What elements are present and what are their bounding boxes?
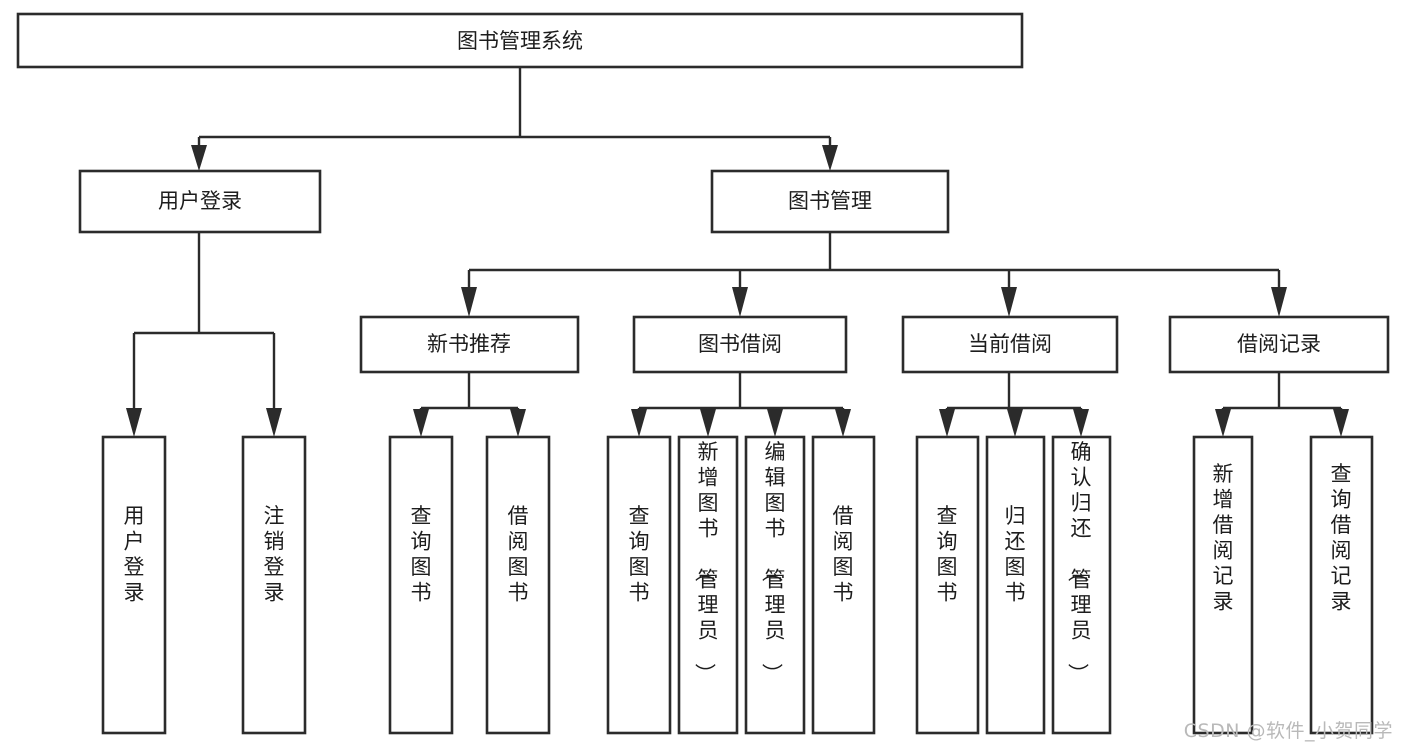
arrowhead-leaf-confirm-return-admin [1073,409,1089,437]
arrowhead-leaf-return-book [1007,409,1023,437]
node-leaf-return-book-box[interactable] [985,435,1046,735]
arrowhead-leaf-borrow-book [835,409,851,437]
arrowhead-leaf-borrow-book-rec [510,409,526,437]
arrowhead-new-book-rec [461,287,477,317]
node-borrow-record[interactable]: 借阅记录 [1168,315,1390,374]
node-leaf-borrow-book-box[interactable] [811,435,876,735]
node-leaf-return-book-label: 归还图书 [1005,504,1026,605]
node-leaf-add-book-admin-box[interactable] [677,435,739,735]
node-leaf-return-book[interactable]: 归还图书 [985,435,1046,735]
node-leaf-confirm-return-admin-label: 确认归还（管理员） [1066,440,1092,684]
arrowhead-leaf-add-borrow-record [1215,409,1231,437]
node-current-borrow-box[interactable] [901,315,1119,374]
arrowhead-leaf-query-borrow-record [1333,409,1349,437]
node-leaf-query-book-current[interactable]: 查询图书 [915,435,980,735]
node-leaf-query-book-borrow-box[interactable] [606,435,672,735]
node-leaf-add-borrow-record-box[interactable] [1192,435,1254,735]
arrowhead-leaf-user-login [126,408,142,437]
node-book-manage[interactable]: 图书管理 [710,169,950,234]
node-leaf-borrow-book-rec[interactable]: 借阅图书 [485,435,551,735]
node-leaf-borrow-book[interactable]: 借阅图书 [811,435,876,735]
node-leaf-edit-book-admin-label: 编辑图书（管理员） [760,440,786,684]
arrowhead-leaf-query-book-current [939,409,955,437]
node-leaf-query-book-rec-label: 查询图书 [411,504,432,605]
node-leaf-query-book-borrow-label: 查询图书 [629,504,650,605]
node-user-login[interactable]: 用户登录 [78,169,322,234]
node-root-label: 图书管理系统 [457,29,583,53]
node-leaf-query-borrow-record-box[interactable] [1309,435,1374,735]
node-leaf-borrow-book-label: 借阅图书 [833,504,854,605]
arrowhead-book-manage [822,145,838,171]
node-book-manage-label: 图书管理 [788,189,872,213]
node-leaf-user-login-label: 用户登录 [124,504,145,605]
arrowhead-borrow-record [1271,287,1287,317]
node-leaf-add-borrow-record[interactable]: 新增借阅记录 [1192,435,1254,735]
node-leaf-confirm-return-admin-box[interactable] [1051,435,1112,735]
csdn-watermark: CSDN @软件_小贺同学 [1183,720,1393,742]
node-leaf-add-borrow-record-label: 新增借阅记录 [1213,462,1234,614]
node-leaf-borrow-book-rec-box[interactable] [485,435,551,735]
node-leaf-query-book-current-box[interactable] [915,435,980,735]
node-borrow-record-box[interactable] [1168,315,1390,374]
node-root[interactable]: 图书管理系统 [16,12,1024,69]
arrowhead-leaf-query-book-rec [413,409,429,437]
node-leaf-confirm-return-admin[interactable]: 确认归还（管理员） [1051,435,1112,735]
arrowhead-book-borrow [732,287,748,317]
arrowhead-leaf-add-book-admin [700,409,716,437]
node-current-borrow-label: 当前借阅 [968,332,1052,356]
node-layer: 图书管理系统 用户登录 图书管理 新书推荐 图书借阅 [16,12,1390,735]
node-leaf-user-logout[interactable]: 注销登录 [241,435,307,735]
node-leaf-add-book-admin-label: 新增图书（管理员） [693,440,719,684]
node-new-book-rec-box[interactable] [359,315,580,374]
node-leaf-edit-book-admin-box[interactable] [744,435,806,735]
arrowhead-leaf-query-book-borrow [631,409,647,437]
node-leaf-query-book-rec[interactable]: 查询图书 [388,435,454,735]
node-book-manage-box[interactable] [710,169,950,234]
arrowhead-current-borrow [1001,287,1017,317]
node-leaf-user-logout-label: 注销登录 [264,504,285,605]
node-leaf-query-book-rec-box[interactable] [388,435,454,735]
node-leaf-edit-book-admin[interactable]: 编辑图书（管理员） [744,435,806,735]
node-book-borrow[interactable]: 图书借阅 [632,315,848,374]
node-book-borrow-box[interactable] [632,315,848,374]
node-user-login-label: 用户登录 [158,189,242,213]
node-leaf-borrow-book-rec-label: 借阅图书 [508,504,529,605]
node-root-box[interactable] [16,12,1024,69]
node-user-login-box[interactable] [78,169,322,234]
arrowhead-leaf-edit-book-admin [767,409,783,437]
node-current-borrow[interactable]: 当前借阅 [901,315,1119,374]
node-new-book-rec-label: 新书推荐 [427,332,511,356]
node-book-borrow-label: 图书借阅 [698,332,782,356]
node-new-book-rec[interactable]: 新书推荐 [359,315,580,374]
node-leaf-user-login[interactable]: 用户登录 [101,435,167,735]
node-leaf-query-book-current-label: 查询图书 [937,504,958,605]
node-leaf-query-book-borrow[interactable]: 查询图书 [606,435,672,735]
node-leaf-user-login-box[interactable] [101,435,167,735]
node-leaf-query-borrow-record-label: 查询借阅记录 [1331,462,1352,614]
arrowhead-leaf-user-logout [266,408,282,437]
node-borrow-record-label: 借阅记录 [1237,332,1321,356]
arrowhead-user-login [191,145,207,171]
edge-layer [126,67,1349,437]
node-leaf-user-logout-box[interactable] [241,435,307,735]
node-leaf-add-book-admin[interactable]: 新增图书（管理员） [677,435,739,735]
node-leaf-query-borrow-record[interactable]: 查询借阅记录 [1309,435,1374,735]
